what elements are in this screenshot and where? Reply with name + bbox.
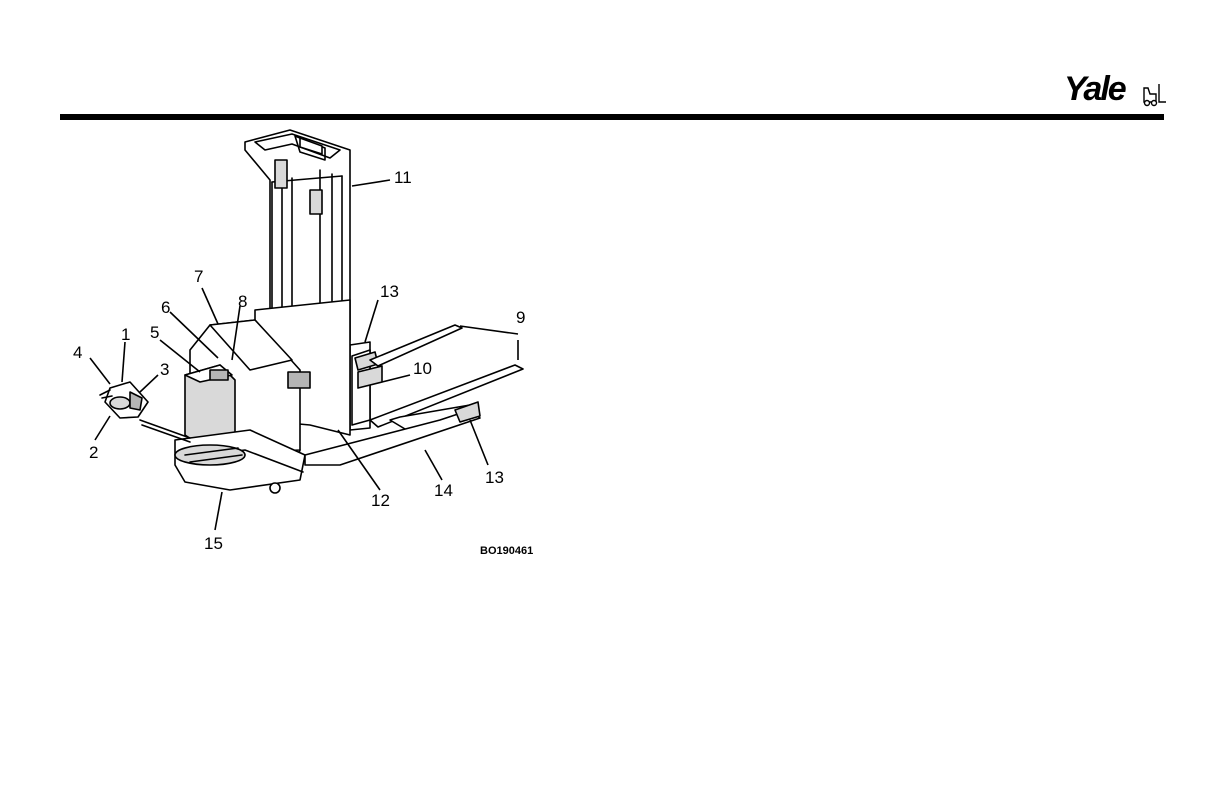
yale-logo-wordmark: Yale [1064,70,1126,108]
callout-1: 1 [121,325,130,344]
leader-7 [202,288,218,324]
leader-13-top [365,300,378,342]
leader-11 [352,180,390,186]
callout-8: 8 [238,292,247,311]
callout-3: 3 [160,360,169,379]
yale-logo: Yale [1064,68,1168,108]
leader-2 [95,416,110,440]
callout-4: 4 [73,343,82,362]
leader-9 [460,326,518,360]
callout-6: 6 [161,298,170,317]
callout-9: 9 [516,308,525,327]
figure-code: BO190461 [480,545,533,557]
callout-5: 5 [150,323,159,342]
callout-13-bottom: 13 [485,468,504,487]
callout-11: 11 [394,168,412,187]
leader-15 [215,492,222,530]
leader-13-bottom [470,420,488,465]
leader-3 [140,375,158,392]
carriage-and-forks [350,325,523,432]
leader-10 [382,375,410,382]
callout-14: 14 [434,481,453,500]
callout-12: 12 [371,491,390,510]
callout-7: 7 [194,267,203,286]
stacker-diagram: 1 2 3 4 5 6 7 8 9 10 11 12 13 13 14 15 B… [60,120,580,580]
callout-10: 10 [413,359,432,378]
leader-4 [90,358,110,384]
callout-15: 15 [204,534,223,553]
callout-13-top: 13 [380,282,399,301]
callout-2: 2 [89,443,98,462]
tiller-handle [100,382,190,442]
forklift-icon [1144,84,1166,106]
leader-14 [425,450,442,480]
leader-1 [122,342,125,382]
